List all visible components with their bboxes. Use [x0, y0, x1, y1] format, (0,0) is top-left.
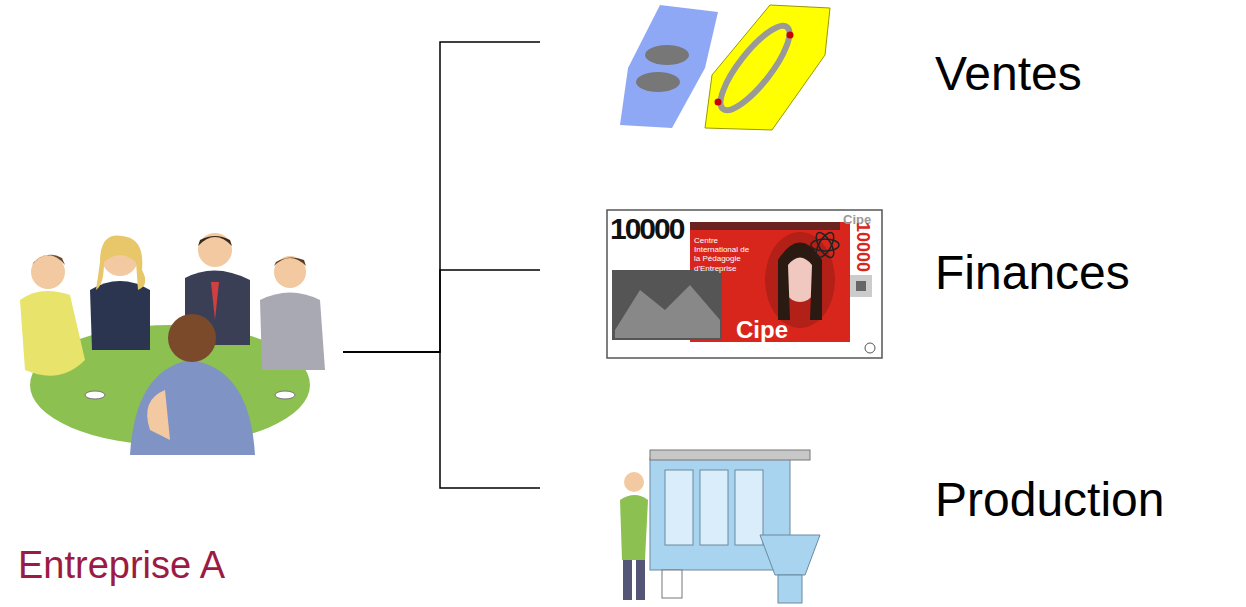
- department-name: Production: [935, 474, 1164, 527]
- banknote-icon-part: [615, 285, 720, 338]
- department-node: Production: [540, 440, 1246, 607]
- meeting-illustration-part: [260, 293, 325, 371]
- sales-icon-part: [787, 32, 794, 39]
- sales-icon-part: [715, 99, 722, 106]
- machine-icon-part: [700, 470, 728, 545]
- banknote-text: Cipe: [736, 318, 788, 342]
- department-name: Ventes: [935, 48, 1082, 101]
- meeting-illustration-part: [198, 233, 232, 267]
- meeting-illustration-part: [96, 236, 145, 290]
- banknote-icon-part: [690, 222, 840, 230]
- department-name: Finances: [935, 247, 1130, 300]
- sales-icon: [620, 5, 830, 130]
- banknote-icon-part: [612, 270, 722, 340]
- tree-connector: [343, 352, 540, 488]
- meeting-illustration-part: [130, 360, 255, 455]
- meeting-illustration-part: [20, 291, 85, 376]
- company-name: Entreprise A: [18, 545, 225, 587]
- tree-connector: [343, 270, 540, 352]
- meeting-illustration-part: [85, 391, 105, 399]
- sales-icon-part: [645, 45, 689, 65]
- machine-icon-part: [778, 575, 802, 603]
- machine-icon-part: [650, 450, 810, 460]
- banknote-icon: [607, 210, 882, 358]
- tree-connector: [343, 42, 540, 352]
- machine-icon-part: [624, 472, 644, 492]
- meeting-illustration-part: [274, 257, 306, 266]
- meeting-illustration-part: [211, 282, 219, 320]
- machine-icon-part: [623, 560, 632, 600]
- machine-icon: [620, 450, 820, 603]
- meeting-illustration-part: [198, 236, 232, 246]
- banknote-icon-part: [856, 281, 866, 291]
- meeting-illustration-part: [90, 281, 150, 350]
- machine-icon-part: [735, 470, 763, 545]
- banknote-text: 10000: [610, 214, 683, 244]
- sales-icon-part: [710, 17, 799, 119]
- meeting-illustration-part: [32, 255, 65, 265]
- banknote-icon-part: [813, 230, 837, 260]
- machine-icon-part: [620, 495, 648, 560]
- banknote-icon-part: [765, 232, 835, 328]
- meeting-illustration-part: [147, 390, 170, 440]
- banknote-text: 10000: [854, 222, 872, 272]
- meeting-illustration-part: [274, 256, 306, 288]
- banknote-icon-part: [813, 230, 837, 260]
- meeting-illustration: [20, 233, 325, 455]
- machine-icon-part: [665, 470, 693, 545]
- banknote-icon-part: [865, 343, 875, 353]
- machine-icon-part: [662, 570, 682, 598]
- meeting-illustration-part: [168, 314, 216, 362]
- machine-icon-part: [760, 535, 820, 575]
- meeting-illustration-part: [275, 391, 295, 399]
- machine-icon-part: [636, 560, 645, 600]
- sales-icon-part: [636, 72, 680, 92]
- meeting-illustration-part: [31, 255, 65, 289]
- sales-icon-part: [705, 5, 830, 130]
- company-node: Entreprise A: [0, 190, 343, 600]
- banknote-icon-part: [778, 243, 822, 321]
- banknote-icon-part: [811, 239, 839, 251]
- banknote-icon-part: [607, 210, 882, 358]
- banknote-text: Centre International de la Pédagogie d'E…: [694, 236, 756, 273]
- banknote-icon-part: [850, 275, 872, 297]
- department-node: Ventes: [540, 0, 1246, 135]
- sales-icon-part: [620, 5, 718, 128]
